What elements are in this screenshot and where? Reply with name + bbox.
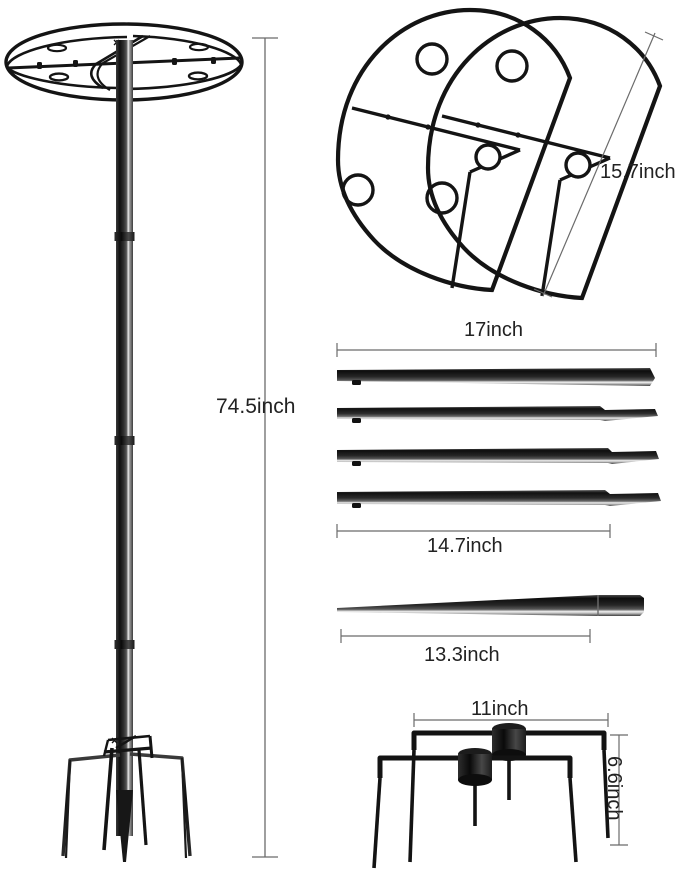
dimension-line-17inch (336, 343, 657, 357)
extension-rod-1 (337, 368, 655, 386)
anchor-stake-front (372, 748, 578, 869)
extension-rod-2 (337, 406, 658, 423)
dimension-line-15-7inch (533, 31, 664, 298)
center-pole (114, 40, 135, 862)
extension-rod-4 (337, 490, 661, 508)
assembled-stand-drawing (4, 22, 244, 862)
dimension-line-11inch (413, 713, 609, 727)
half-ring-pair-drawing (335, 7, 663, 301)
dimension-label-rod-usable-length: 14.7inch (427, 535, 503, 557)
dimension-line-74-5inch (252, 37, 278, 858)
dimension-label-ring-diameter: 15.7inch (600, 161, 676, 183)
anchor-base-drawing (372, 723, 610, 869)
dimension-label-spike-length: 13.3inch (424, 644, 500, 666)
ground-stake-base (61, 734, 192, 859)
dimension-line-13-3inch (340, 629, 591, 643)
dimension-label-base-height: 6.6inch (603, 756, 625, 821)
half-ring-back (335, 7, 573, 293)
dimension-label-rod-full-length: 17inch (464, 319, 523, 341)
dimension-label-pole-height: 74.5inch (216, 395, 296, 418)
extension-rods-drawing (337, 368, 661, 508)
dimension-line-14-7inch (336, 524, 611, 538)
dimension-line-6-6inch (610, 734, 628, 846)
half-ring-front (425, 15, 663, 301)
ground-spike-drawing (337, 595, 644, 616)
extension-rod-3 (337, 448, 659, 466)
anchor-stake-back (408, 723, 610, 863)
dimension-label-base-width: 11inch (471, 698, 529, 720)
